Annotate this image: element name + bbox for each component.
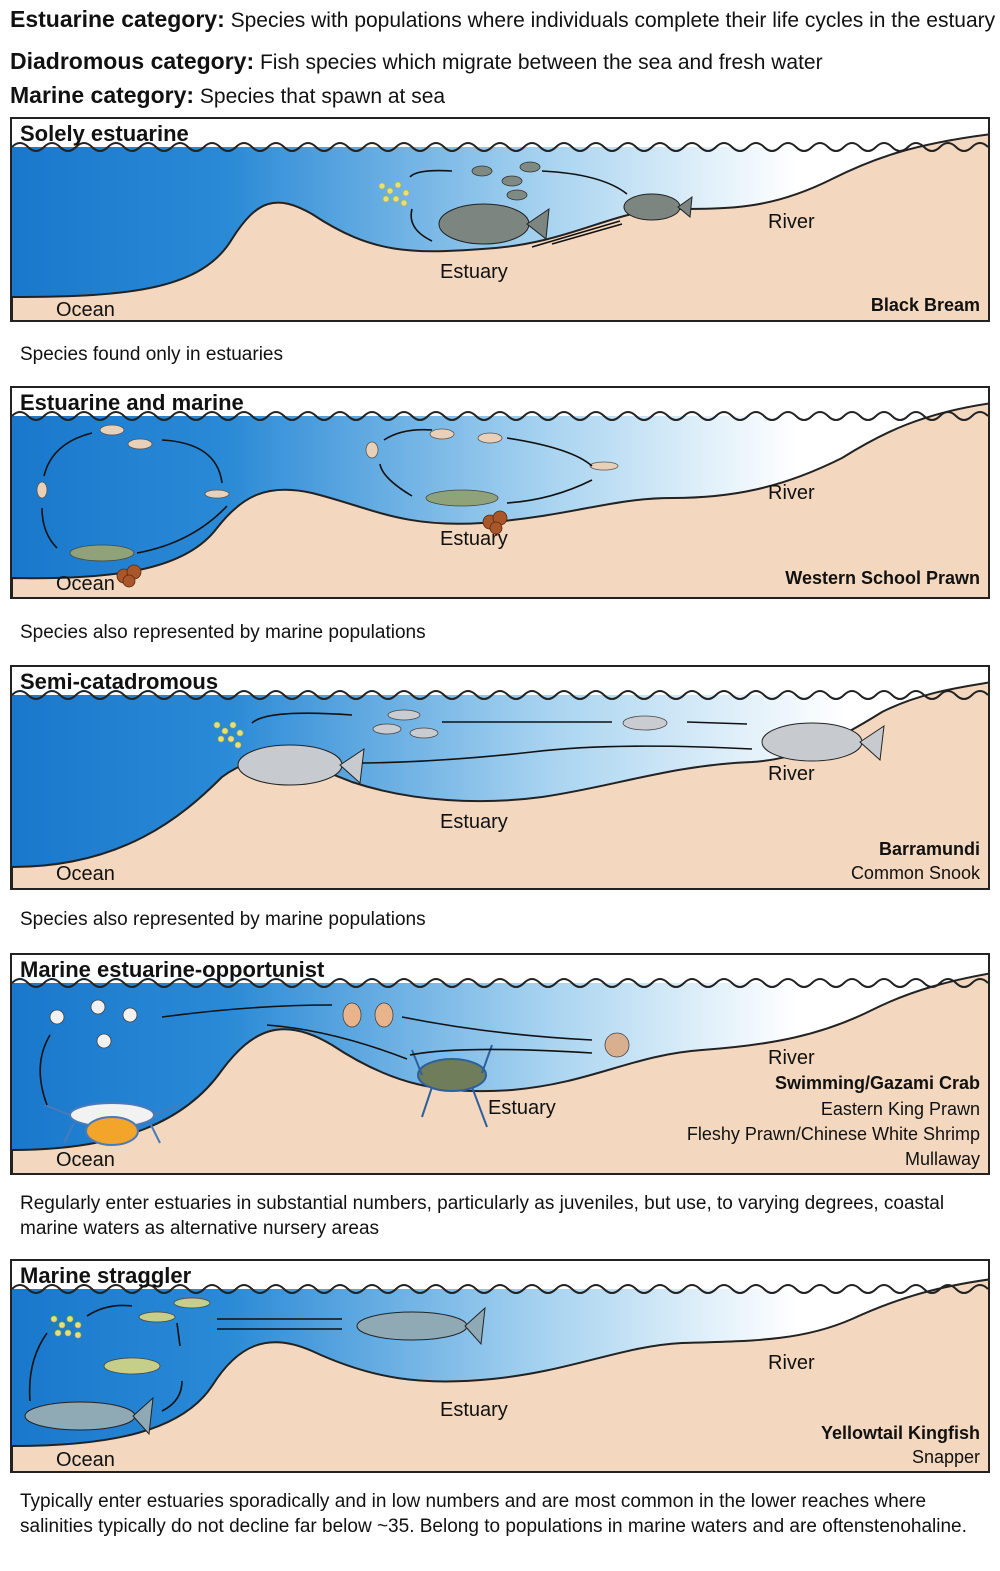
- crab-larvae-icon: [49, 999, 630, 1058]
- life-cycle-arrows: [39, 1004, 593, 1106]
- species-name: Eastern King Prawn: [820, 1099, 980, 1119]
- legend-desc: Species with populations where individua…: [230, 9, 996, 32]
- wave-line: [12, 690, 988, 700]
- species-name: Western School Prawn: [785, 568, 980, 588]
- life-cycle-arrows: [41, 428, 593, 554]
- species-name: Snapper: [911, 1447, 980, 1467]
- juvenile-fish-icon: [471, 161, 541, 201]
- ocean-label: Ocean: [56, 299, 115, 321]
- river-label: River: [768, 211, 815, 233]
- wave-line: [12, 1284, 988, 1294]
- estuary-label: Estuary: [440, 811, 508, 833]
- species-name: Common Snook: [850, 863, 980, 883]
- estuary-label: Estuary: [440, 528, 508, 550]
- legend-term: Marine category:: [10, 82, 195, 108]
- panel-caption: Regularly enter estuaries in substantial…: [20, 1193, 945, 1239]
- life-cycle-arrows: [251, 712, 753, 764]
- adult-fish-icon: [237, 722, 885, 786]
- eggs-icon: [378, 181, 410, 207]
- river-label: River: [768, 1047, 815, 1069]
- panel-title: Semi-catadromous: [20, 669, 219, 694]
- panel-estuarine-and-marine: Estuarine and marine Ocean Estuary River…: [10, 386, 990, 599]
- panel-marine-straggler: Marine straggler Ocean Estuary River Yel…: [10, 1259, 990, 1473]
- panel-illustration: [12, 972, 988, 1173]
- wave-line: [12, 411, 988, 421]
- panel-caption: Species also represented by marine popul…: [20, 622, 426, 643]
- legend-estuarine: Estuarine category: Species with populat…: [10, 6, 995, 33]
- panel-caption: Species found only in estuaries: [20, 344, 283, 365]
- species-name: Barramundi: [878, 839, 980, 859]
- panel-caption: Typically enter estuaries sporadically a…: [20, 1491, 967, 1537]
- adult-crab-icon: [411, 1044, 493, 1128]
- adult-prawn-icon: [69, 489, 499, 562]
- adult-fish-icon: [438, 193, 693, 245]
- panel-caption: Species also represented by marine popul…: [20, 909, 426, 930]
- panel-title: Solely estuarine: [20, 121, 189, 146]
- eggs-icon: [213, 721, 244, 749]
- river-label: River: [768, 763, 815, 785]
- wave-line: [12, 978, 988, 988]
- species-name: Fleshy Prawn/Chinese White Shrimp: [686, 1124, 980, 1144]
- panel-illustration: [12, 402, 988, 597]
- estuary-label: Estuary: [440, 261, 508, 283]
- ocean-label: Ocean: [56, 573, 115, 595]
- species-name: Mullaway: [904, 1149, 980, 1169]
- adult-fish-icon: [24, 1306, 486, 1436]
- river-label: River: [768, 1352, 815, 1374]
- legend-diadromous: Diadromous category: Fish species which …: [10, 48, 823, 75]
- panel-marine-estuarine-opportunist: Marine estuarine-opportunist Ocean Estua…: [10, 953, 990, 1175]
- wave-line: [12, 142, 988, 152]
- species-name: Black Bream: [870, 295, 980, 315]
- panel-semi-catadromous: Semi-catadromous Ocean Estuary River Bar…: [10, 665, 990, 890]
- ocean-label: Ocean: [56, 1449, 115, 1471]
- ocean-label: Ocean: [56, 1149, 115, 1171]
- panel-title: Estuarine and marine: [20, 390, 244, 415]
- juvenile-fish-icon: [372, 709, 668, 739]
- panel-illustration: [12, 681, 988, 888]
- juvenile-fish-icon: [103, 1297, 211, 1375]
- legend-term: Estuarine category:: [10, 6, 225, 32]
- legend-desc: Fish species which migrate between the s…: [259, 51, 823, 74]
- egg-mass-icon: [116, 510, 508, 588]
- panel-title: Marine estuarine-opportunist: [20, 957, 325, 982]
- life-cycle-arrows: [409, 169, 628, 248]
- estuary-label: Estuary: [440, 1399, 508, 1421]
- species-name: Swimming/Gazami Crab: [774, 1073, 980, 1093]
- panel-solely-estuarine: Solely estuarine Ocean Estuary River Bla…: [10, 117, 990, 322]
- legend-marine: Marine category: Species that spawn at s…: [10, 82, 445, 109]
- panel-title: Marine straggler: [20, 1263, 192, 1288]
- river-label: River: [768, 482, 815, 504]
- life-cycle-arrows: [28, 1304, 342, 1412]
- prawn-larvae-icon: [36, 424, 619, 499]
- ocean-label: Ocean: [56, 863, 115, 885]
- legend-term: Diadromous category:: [10, 48, 255, 74]
- eggs-icon: [50, 1315, 82, 1339]
- panel-illustration: [12, 1278, 988, 1471]
- panel-illustration: [12, 133, 988, 320]
- legend-desc: Species that spawn at sea: [199, 85, 446, 108]
- estuary-label: Estuary: [488, 1097, 556, 1119]
- egg-bearing-crab-icon: [44, 1102, 180, 1146]
- species-name: Yellowtail Kingfish: [820, 1423, 980, 1443]
